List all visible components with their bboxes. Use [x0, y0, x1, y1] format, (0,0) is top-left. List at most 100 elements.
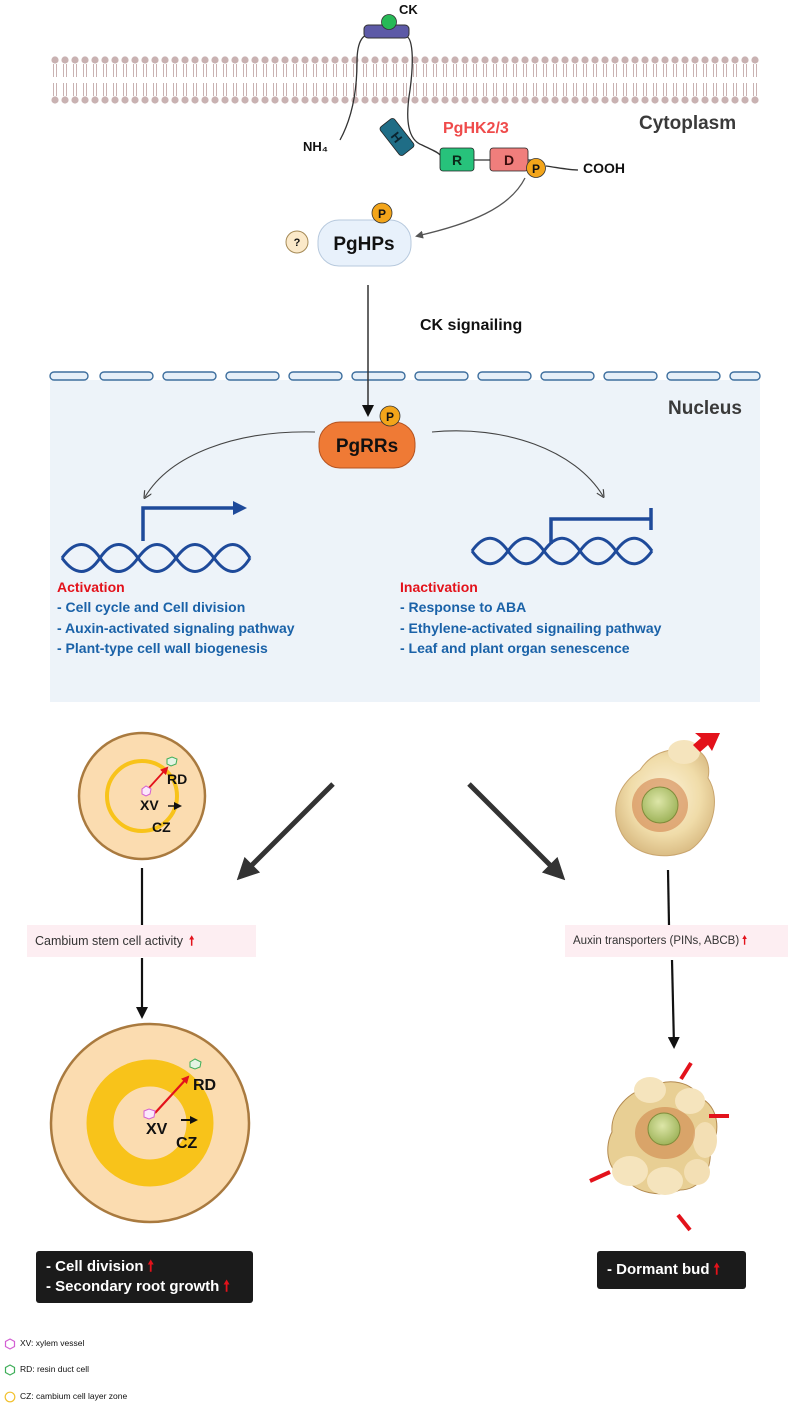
h-domain: H	[379, 118, 415, 156]
bud-bottom-red-arrow	[589, 1170, 611, 1183]
bud-photo-bottom	[589, 1061, 729, 1232]
nucleus-label: Nucleus	[668, 398, 742, 419]
legend-item-cz: CZ: cambium cell layer zone	[4, 1389, 127, 1403]
pghps-phosphate	[371, 202, 393, 224]
receptor-phosphate-label: P	[532, 162, 540, 176]
outcome-text: - Dormant bud	[607, 1261, 710, 1278]
bud-branch-arrow	[467, 782, 566, 881]
activation-branch-arrow	[145, 431, 316, 497]
cz-label-small: CZ	[152, 819, 171, 835]
cytokinin-ligand	[381, 14, 397, 30]
pghk-receptor: CK NH₄ Cytoplasm H R D P PgHK2/3 COOH	[303, 2, 736, 178]
ck-signaling-label: CK signailing	[420, 317, 522, 334]
bud-top-tip	[668, 740, 700, 764]
inactivation-branch-arrow	[431, 430, 603, 496]
bud-bottom-lobe	[675, 1088, 705, 1114]
rd-arrow-large	[154, 1075, 190, 1114]
legend-text: XV: xylem vessel	[20, 1338, 85, 1348]
outcome-line: - Cell division🠕	[46, 1257, 243, 1277]
xylem-vessel-icon	[143, 1108, 156, 1120]
cambium-activity-label: Cambium stem cell activity 🠕	[27, 925, 256, 957]
legend-text: RD: resin duct cell	[20, 1364, 89, 1374]
unknown-factor	[285, 230, 309, 254]
receptor-name: PgHK2/3	[443, 120, 509, 137]
d-domain	[489, 147, 529, 172]
auxin-transporters-label: Auxin transporters (PINs, ABCB)🠕	[565, 925, 788, 957]
dna-helix-activation	[60, 543, 252, 573]
activation-item: - Auxin-activated signaling pathway	[57, 620, 295, 636]
inactivation-heading: Inactivation	[400, 579, 478, 595]
nuclear-envelope	[49, 371, 761, 381]
activation-list: Activation - Cell cycle and Cell divisio…	[57, 579, 295, 656]
activation-heading: Activation	[57, 579, 125, 595]
rd-label-large: RD	[193, 1077, 216, 1094]
ck-label: CK	[399, 2, 418, 17]
root-cross-section-large: RD XV CZ	[49, 1022, 251, 1224]
root-branch-arrow	[236, 782, 335, 881]
root-cross-section-small: RD XV CZ	[77, 731, 207, 861]
bud-bottom-core	[647, 1112, 681, 1146]
outcome-text: - Cell division	[46, 1258, 144, 1275]
cytoplasm-label: Cytoplasm	[639, 113, 736, 134]
activation-item: - Plant-type cell wall biogenesis	[57, 640, 268, 656]
bud-bottom-lobe	[647, 1167, 683, 1195]
pghps-pill	[317, 219, 412, 267]
legend-item-xv: XV: xylem vessel	[4, 1336, 84, 1350]
cooh-label: COOH	[583, 160, 625, 176]
cambium-zone-small	[105, 759, 179, 833]
pghps-group: PgHPs P ?	[285, 202, 412, 267]
legend-text: CZ: cambium cell layer zone	[20, 1391, 128, 1401]
increase-arrow-icon: 🠕	[742, 935, 748, 947]
bud-bottom-lobe	[634, 1077, 666, 1103]
cambium-activity-text: Cambium stem cell activity	[35, 934, 183, 948]
increase-arrow-icon: 🠕	[713, 1261, 720, 1278]
bud-down-arrow-2	[667, 959, 680, 1049]
xv-label-large: XV	[146, 1121, 168, 1138]
inactivation-item: - Leaf and plant organ senescence	[400, 640, 630, 656]
root-outcome-box: - Cell division🠕 - Secondary root growth…	[36, 1251, 253, 1303]
pgrrs-label: PgRRs	[336, 436, 398, 457]
bud-down-arrow-1	[666, 869, 671, 926]
bud-photo-top	[615, 733, 720, 857]
receptor-backbone	[339, 34, 579, 171]
root-large-outer	[49, 1022, 251, 1224]
pgrrs-group: PgRRs P	[318, 405, 416, 469]
transcription-block-symbol	[549, 517, 651, 544]
resin-duct-icon	[166, 756, 178, 767]
activation-item: - Cell cycle and Cell division	[57, 599, 245, 615]
xylem-vessel-icon	[141, 785, 152, 797]
increase-arrow-icon: 🠕	[188, 934, 195, 948]
transcription-start-arrow	[141, 501, 247, 541]
rd-label-small: RD	[167, 771, 187, 787]
inactivation-item: - Ethylene-activated signailing pathway	[400, 620, 662, 636]
pgrrs-phosphate	[379, 405, 401, 427]
bud-top-core	[641, 786, 679, 824]
receptor-phosphate	[526, 158, 546, 178]
r-domain	[439, 147, 475, 172]
xylem-vessel-icon	[4, 1338, 16, 1350]
pgrrs-pill	[318, 421, 416, 469]
legend-item-rd: RD: resin duct cell	[4, 1362, 89, 1376]
rd-arrow-small	[146, 766, 169, 791]
resin-duct-icon	[189, 1058, 202, 1070]
pgrrs-phosphate-label: P	[386, 410, 394, 424]
inactivation-item: - Response to ABA	[400, 599, 526, 615]
d-domain-label: D	[504, 152, 514, 168]
unknown-factor-label: ?	[294, 237, 301, 249]
bud-bottom-red-arrow	[676, 1213, 692, 1232]
bud-top-red-arrow	[693, 733, 720, 752]
bud-bottom-lobe	[612, 1156, 648, 1186]
pghps-phosphate-label: P	[378, 207, 386, 221]
bud-outcome-box: - Dormant bud🠕	[597, 1251, 746, 1289]
r-domain-label: R	[452, 152, 462, 168]
xv-label-small: XV	[140, 797, 159, 813]
pghps-label: PgHPs	[333, 234, 394, 255]
auxin-transporters-text: Auxin transporters (PINs, ABCB)	[573, 935, 740, 947]
plasma-membrane	[50, 56, 760, 104]
increase-arrow-icon: 🠕	[223, 1278, 230, 1295]
resin-duct-icon	[4, 1364, 16, 1376]
root-small-outer	[77, 731, 207, 861]
inactivation-list: Inactivation - Response to ABA - Ethylen…	[400, 579, 662, 656]
nh4-label: NH₄	[303, 139, 328, 154]
cambium-zone-large	[86, 1059, 214, 1187]
